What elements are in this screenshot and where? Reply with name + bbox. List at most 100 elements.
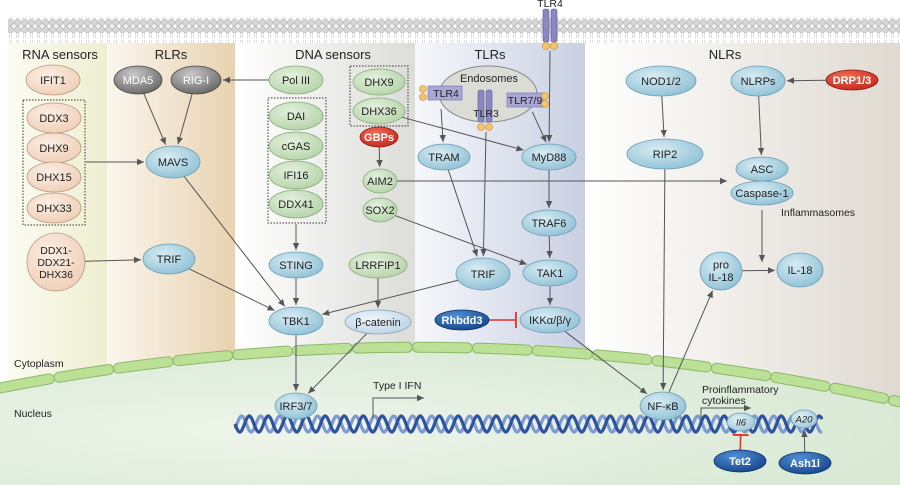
- node-ddx3[interactable]: DDX3: [26, 102, 82, 134]
- node-casp1[interactable]: Caspase-1: [730, 180, 794, 206]
- node-label: MDA5: [123, 75, 154, 87]
- edge-mda5-mavs: [143, 93, 167, 145]
- node-label: A20: [795, 414, 814, 425]
- dna-strand-front: [233, 414, 824, 434]
- node-shape: [26, 192, 82, 224]
- node-rip2[interactable]: RIP2: [626, 138, 704, 170]
- node-irf[interactable]: IRF3/7: [274, 392, 318, 420]
- node-cgas[interactable]: cGAS: [268, 131, 324, 161]
- node-shape: [626, 138, 704, 170]
- inflammasomes-label: Inflammasomes: [781, 207, 855, 219]
- node-il18[interactable]: IL-18: [776, 252, 824, 288]
- node-ddx41[interactable]: DDX41: [268, 189, 324, 219]
- node-ifi16[interactable]: IFI16: [268, 160, 324, 190]
- node-shape: [268, 189, 324, 219]
- edge-tlr4e-tram: [439, 108, 446, 143]
- node-traf6[interactable]: TRAF6: [521, 209, 577, 237]
- plasma-membrane: [8, 17, 900, 43]
- node-shape: [455, 257, 511, 291]
- node-dhx9a[interactable]: DHX9: [26, 132, 82, 164]
- node-shape: [730, 65, 786, 97]
- node-shape: [790, 409, 818, 429]
- node-nod[interactable]: NOD1/2: [625, 65, 697, 97]
- edge-nfkb-proil18: [668, 290, 714, 393]
- node-rigi[interactable]: RIG-I: [170, 65, 222, 95]
- edge-mavs-tbk1: [183, 176, 286, 307]
- node-sox2[interactable]: SOX2: [362, 197, 398, 223]
- node-ash1l[interactable]: Ash1l: [778, 451, 832, 475]
- node-label: LRRFIP1: [355, 260, 400, 272]
- node-nfkb[interactable]: NF-κB: [639, 391, 687, 421]
- pathway-nodes: IFIT1DDX3DHX9DHX15DHX33DDX1-DDX21-DHX36M…: [25, 64, 879, 475]
- edge-trif2-tbk1: [322, 279, 459, 316]
- node-label: DHX33: [36, 203, 71, 215]
- node-a20[interactable]: A20: [790, 409, 818, 429]
- node-label: TBK1: [282, 316, 310, 328]
- node-label: DHX9: [364, 77, 393, 89]
- node-label: ASC: [751, 164, 774, 176]
- node-shape: [268, 160, 324, 190]
- node-shape: [26, 161, 82, 193]
- node-tak1[interactable]: TAK1: [522, 259, 578, 287]
- node-tram[interactable]: TRAM: [417, 143, 471, 171]
- node-bcat[interactable]: β-catenin: [344, 309, 412, 335]
- node-aim2[interactable]: AIM2: [362, 168, 398, 194]
- node-ddx1[interactable]: DDX1-DDX21-DHX36: [26, 232, 86, 292]
- header-dna-sensors: DNA sensors: [295, 47, 371, 62]
- node-shape: [170, 65, 222, 95]
- header-rna-sensors: RNA sensors: [22, 47, 98, 62]
- node-il6[interactable]: Il6: [726, 412, 756, 432]
- node-label: NF-κB: [647, 401, 678, 413]
- node-pol3[interactable]: Pol III: [268, 65, 324, 95]
- dna-helix: [233, 414, 824, 434]
- node-myd88[interactable]: MyD88: [521, 143, 577, 171]
- node-ikk[interactable]: IKKα/β/γ: [519, 306, 581, 334]
- node-rhbdd3[interactable]: Rhbdd3: [434, 309, 490, 331]
- node-mda5[interactable]: MDA5: [113, 65, 163, 95]
- node-shape: [639, 391, 687, 421]
- cytoplasm-label: Cytoplasm: [14, 358, 64, 370]
- node-label: RIG-I: [183, 75, 209, 87]
- node-label: Rhbdd3: [442, 315, 483, 327]
- node-label: Tet2: [729, 456, 751, 468]
- node-shape: [519, 306, 581, 334]
- node-shape: [268, 131, 324, 161]
- node-tet2[interactable]: Tet2: [713, 449, 767, 473]
- edge-tram-trif2: [447, 169, 478, 257]
- node-dhx36[interactable]: DHX36: [352, 97, 406, 125]
- node-trif1[interactable]: TRIF: [142, 243, 196, 275]
- node-label: DDX41: [278, 199, 313, 211]
- node-nlrps[interactable]: NLRPs: [730, 65, 786, 97]
- node-lrrfip1[interactable]: LRRFIP1: [348, 251, 408, 279]
- node-dai[interactable]: DAI: [268, 101, 324, 131]
- node-shape: [521, 209, 577, 237]
- node-shape: [268, 251, 324, 279]
- node-shape: [26, 232, 86, 292]
- node-shape: [730, 180, 794, 206]
- node-dhx33[interactable]: DHX33: [26, 192, 82, 224]
- edge-trif1-tbk1: [188, 268, 275, 311]
- tlr4-endosome-label: TLR4: [433, 88, 459, 100]
- node-sting[interactable]: STING: [268, 251, 324, 279]
- node-tbk1[interactable]: TBK1: [268, 306, 324, 336]
- edge-nlrps-asc: [757, 95, 765, 156]
- node-label: DDX3: [39, 113, 68, 125]
- node-label: NLRPs: [741, 76, 776, 88]
- dna-strand-back: [233, 414, 823, 434]
- node-dhx9b[interactable]: DHX9: [352, 68, 406, 96]
- node-drp[interactable]: DRP1/3: [825, 69, 879, 91]
- node-label: MyD88: [532, 152, 567, 164]
- node-shape: [776, 252, 824, 288]
- node-trif2[interactable]: TRIF: [455, 257, 511, 291]
- node-gbps[interactable]: GBPs: [359, 126, 399, 148]
- node-ifit1[interactable]: IFIT1: [25, 64, 81, 96]
- edge-ash1l-a20: [801, 429, 808, 453]
- node-asc[interactable]: ASC: [735, 156, 789, 182]
- node-dhx15[interactable]: DHX15: [26, 161, 82, 193]
- header-nlrs: NLRs: [709, 47, 742, 62]
- node-label: TAK1: [537, 268, 564, 280]
- node-mavs[interactable]: MAVS: [145, 145, 201, 179]
